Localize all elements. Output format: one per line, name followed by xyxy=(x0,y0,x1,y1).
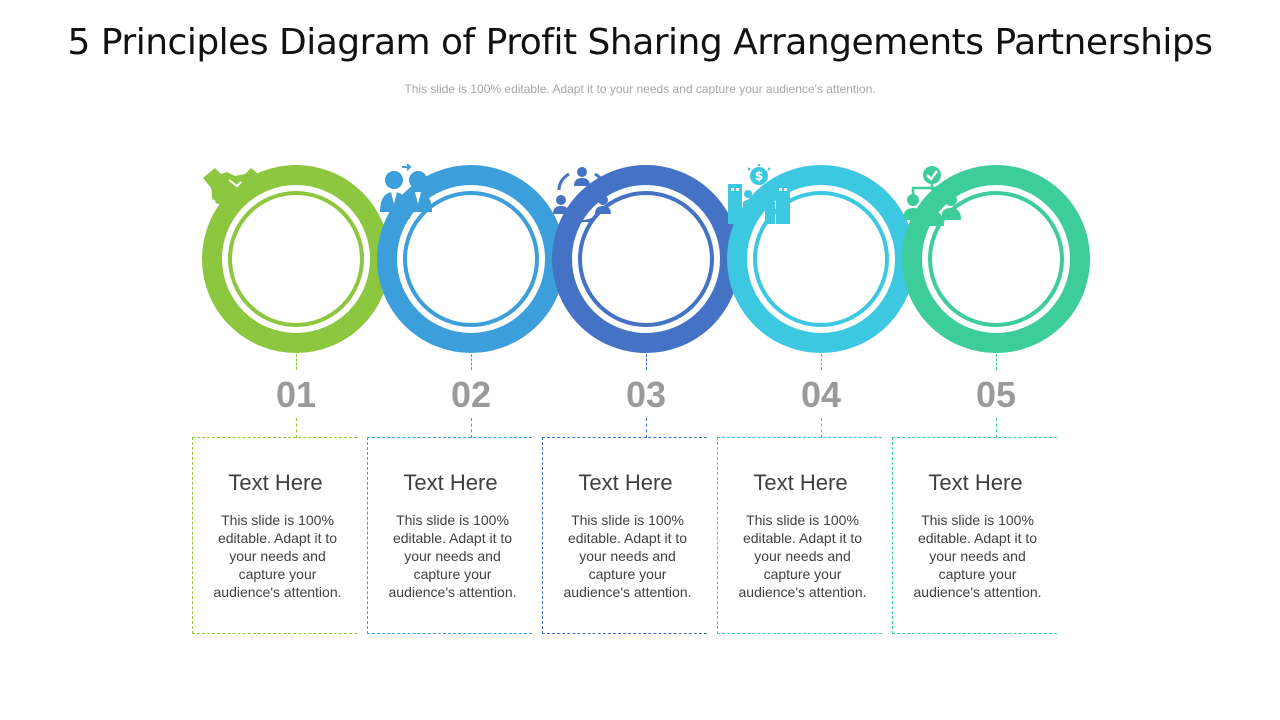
connector-line xyxy=(821,354,822,370)
inner-ring xyxy=(228,191,364,327)
card-heading: Text Here xyxy=(928,470,1023,495)
handshake-icon xyxy=(201,164,391,354)
connector-line xyxy=(646,418,647,438)
card-heading: Text Here xyxy=(753,470,848,495)
card-heading: Text Here xyxy=(403,470,498,495)
principle-ring-3 xyxy=(551,164,741,354)
svg-text:$: $ xyxy=(755,169,763,183)
inner-ring xyxy=(753,191,889,327)
connector-line xyxy=(821,418,822,438)
principle-ring-2 xyxy=(376,164,566,354)
step-number: 02 xyxy=(450,374,492,415)
step-number: 04 xyxy=(800,374,842,415)
connector-line xyxy=(646,354,647,370)
connector-line xyxy=(471,418,472,438)
step-number: 05 xyxy=(975,374,1017,415)
page-subtitle: This slide is 100% editable. Adapt it to… xyxy=(404,82,876,96)
inner-ring xyxy=(578,191,714,327)
business-partners-icon xyxy=(376,164,566,354)
principle-ring-5 xyxy=(901,164,1091,354)
step-number: 01 xyxy=(275,374,317,415)
team-network-icon xyxy=(551,164,741,354)
card-heading: Text Here xyxy=(228,470,323,495)
connector-line xyxy=(996,418,997,438)
connector-line xyxy=(471,354,472,370)
principle-ring-1 xyxy=(201,164,391,354)
page-title: 5 Principles Diagram of Profit Sharing A… xyxy=(67,22,1213,63)
connector-line xyxy=(996,354,997,370)
inner-ring xyxy=(403,191,539,327)
connector-line xyxy=(296,354,297,370)
step-number: 03 xyxy=(625,374,667,415)
card-body: This slide is 100% editable. Adapt it to… xyxy=(563,512,692,600)
team-approval-icon xyxy=(901,164,1091,354)
connector-line xyxy=(296,418,297,438)
card-body: This slide is 100% editable. Adapt it to… xyxy=(213,512,342,600)
card-body: This slide is 100% editable. Adapt it to… xyxy=(738,512,867,600)
business-deal-icon: $ xyxy=(726,164,916,354)
principle-ring-4: $ xyxy=(726,164,916,354)
card-heading: Text Here xyxy=(578,470,673,495)
card-body: This slide is 100% editable. Adapt it to… xyxy=(388,512,517,600)
card-body: This slide is 100% editable. Adapt it to… xyxy=(913,512,1042,600)
inner-ring xyxy=(928,191,1064,327)
